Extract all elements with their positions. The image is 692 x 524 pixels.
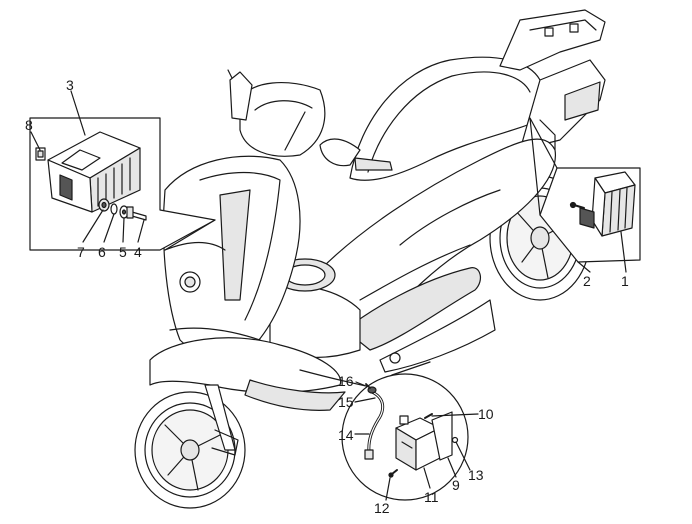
leader-9 <box>447 457 457 478</box>
callout-9: 9 <box>452 477 460 493</box>
callout-15: 15 <box>338 394 354 410</box>
callout-3: 3 <box>66 77 74 93</box>
detail-rear-regulator <box>529 117 641 273</box>
leader-16 <box>355 381 367 387</box>
leader-10 <box>431 413 479 417</box>
callout-2: 2 <box>583 273 591 289</box>
windshield-and-handlebar <box>227 69 393 171</box>
leader-15 <box>354 397 376 403</box>
callout-5: 5 <box>119 244 127 260</box>
leader-4 <box>137 219 145 243</box>
bracket-clip <box>35 147 46 161</box>
scooter-drawing <box>134 9 606 509</box>
callout-11: 11 <box>424 489 439 505</box>
leader-2 <box>577 261 591 273</box>
callout-8: 8 <box>25 117 33 133</box>
leader-13 <box>455 441 471 471</box>
leader-12 <box>385 477 391 501</box>
front-shield <box>162 155 301 356</box>
callout-labels: 1 2 3 4 5 6 7 8 9 10 11 12 13 14 15 16 <box>25 77 629 516</box>
nut <box>451 436 459 444</box>
leader-6 <box>103 213 115 243</box>
leader-1 <box>620 231 627 273</box>
rear-regulator-unit <box>579 171 636 237</box>
detail-control-unit <box>341 361 479 501</box>
control-module <box>395 415 441 471</box>
voltage-regulator <box>47 131 141 213</box>
fastener-stack <box>98 198 147 221</box>
callout-16: 16 <box>338 373 354 389</box>
detail-regulator-mount <box>29 90 216 251</box>
front-wheel <box>134 384 246 509</box>
screw-top <box>424 413 433 419</box>
rear-body <box>319 138 556 373</box>
callout-6: 6 <box>98 244 106 260</box>
callout-10: 10 <box>478 406 494 422</box>
leader-5 <box>122 217 125 243</box>
front-fairing <box>149 327 346 411</box>
leader-8 <box>30 131 41 151</box>
leader-7 <box>82 209 104 243</box>
leader-11 <box>423 467 431 489</box>
callout-13: 13 <box>468 467 484 483</box>
hose <box>364 383 385 460</box>
mount-bracket <box>431 411 453 461</box>
callout-4: 4 <box>134 244 142 260</box>
seat-and-tail <box>349 9 606 181</box>
callout-12: 12 <box>374 500 390 516</box>
callout-7: 7 <box>77 244 85 260</box>
callout-14: 14 <box>338 427 354 443</box>
callout-1: 1 <box>621 273 629 289</box>
leader-3 <box>70 90 86 136</box>
